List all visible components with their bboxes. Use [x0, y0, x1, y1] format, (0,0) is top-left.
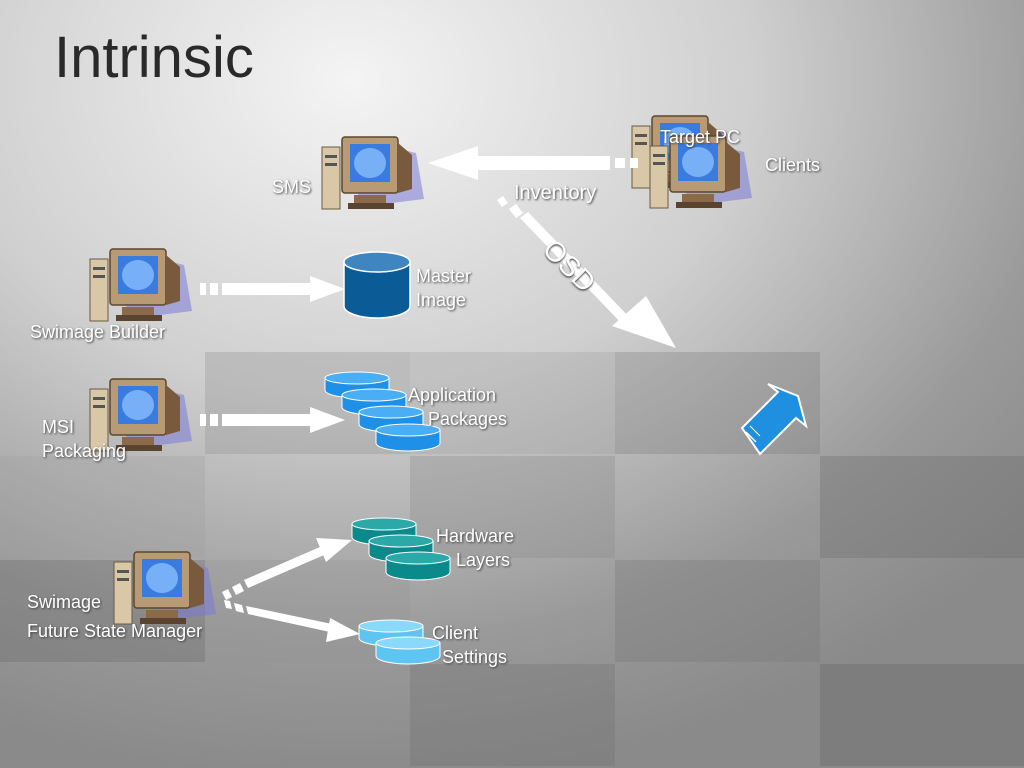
arrow-icon [740, 383, 808, 456]
clients-label: Clients [765, 155, 821, 175]
swimage-builder-label: Swimage Builder [30, 322, 166, 342]
sms-label: SMS [272, 177, 312, 197]
disk-stack-icon [351, 517, 451, 581]
bg-tile [410, 456, 615, 558]
bg-tile [410, 664, 615, 766]
swimage-fsm-label-line1: Swimage [27, 592, 102, 612]
database-icon [343, 251, 411, 319]
osd-arrow [497, 196, 676, 348]
bg-tile [615, 560, 820, 662]
msi-packaging-label: MSI Packaging [42, 417, 127, 461]
bg-tile [820, 456, 1024, 558]
bg-tile [410, 352, 615, 454]
client-settings-arrow [224, 600, 360, 642]
hardware-layers-arrow [222, 538, 352, 600]
sms-computer-icon [321, 136, 425, 210]
swimage-builder-computer-icon [89, 248, 193, 322]
bg-tile [0, 456, 205, 558]
hardware-layers-label: Hardware Layers [436, 526, 515, 570]
master-image-arrow [200, 276, 345, 302]
client-settings-label: Client Settings [432, 623, 508, 667]
inventory-label: Inventory [514, 182, 597, 204]
fsm-computer-icon [113, 551, 217, 625]
disk-stack-icon [324, 371, 441, 452]
application-packages-label: Application Packages [408, 385, 508, 429]
app-packages-arrow [200, 407, 345, 433]
target-pc-label: Target PC [660, 127, 741, 147]
inventory-arrow [428, 146, 638, 180]
master-image-label: Master Image [416, 266, 472, 310]
slide-title: Intrinsic [54, 25, 254, 90]
disk-stack-icon [358, 619, 441, 665]
swimage-fsm-label-line2: Future State Manager [27, 621, 203, 641]
bg-tile [820, 664, 1024, 766]
